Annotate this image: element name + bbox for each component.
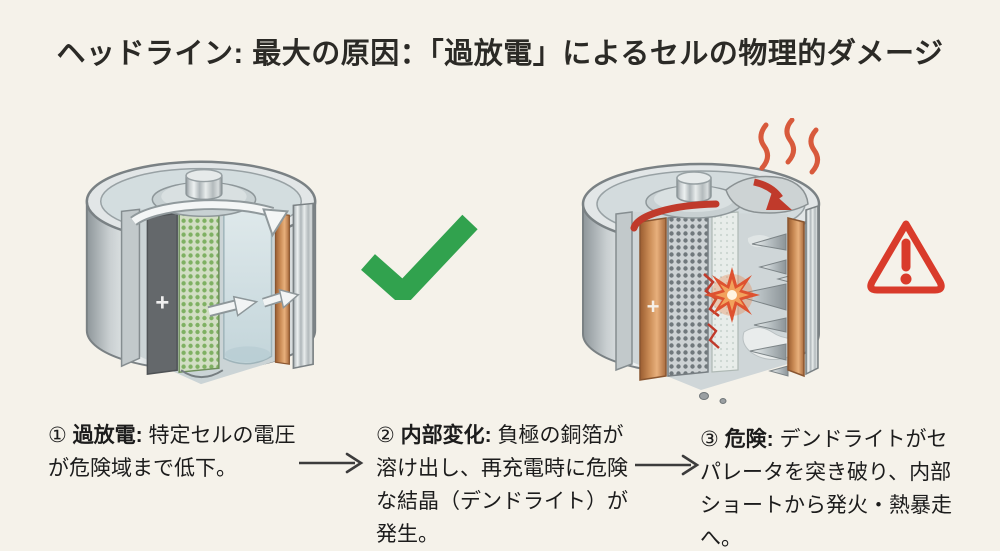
healthy-battery-illustration: + xyxy=(85,160,317,385)
check-icon xyxy=(361,214,478,300)
copper-plate-left xyxy=(639,217,667,381)
step-1-number: ① xyxy=(48,424,67,447)
step-3-body: デンドライトがセパレータを突き破り、内部ショートから発火・熱暴走へ。 xyxy=(700,428,952,550)
short-circuit-spark-icon xyxy=(704,267,760,323)
step-2-body: 負極の銅箔が溶け出し、再充電時に危険な結晶（デンドライト）が発生。 xyxy=(376,424,628,546)
degraded-anode-layer xyxy=(667,213,709,377)
overheat-arc-icon xyxy=(630,178,792,232)
battery-cutaway-interior: + xyxy=(120,202,314,385)
step-3-number: ③ xyxy=(700,428,719,451)
cathode-slab xyxy=(146,212,178,376)
can-cut-edge-right xyxy=(292,202,314,370)
step-2-label: 内部変化: xyxy=(400,424,492,447)
can-cut-edge-right xyxy=(805,204,819,376)
heat-wave-icons xyxy=(758,118,820,175)
ion-flow-arrow-icons xyxy=(207,288,300,317)
damaged-battery-illustration: + xyxy=(581,118,821,404)
step-1: ① 過放電: 特定セルの電圧が危険域まで低下。 xyxy=(48,419,296,485)
headline: ヘッドライン: 最大の原因：「過放電」によるセルの物理的ダメージ xyxy=(56,38,944,70)
corroded-crust xyxy=(725,175,809,214)
electrolyte-core xyxy=(223,206,273,365)
crack-line xyxy=(707,323,720,349)
ion-flow-arc-icon xyxy=(130,199,290,238)
falling-debris xyxy=(699,392,727,404)
copper-foil xyxy=(274,212,290,365)
flow-arrow-1 xyxy=(299,452,364,474)
step-3-label: 危険: xyxy=(724,428,774,451)
positive-terminal-label: + xyxy=(155,290,169,317)
step-3: ③ 危険: デンドライトがセパレータを突き破り、内部ショートから発火・熱暴走へ。 xyxy=(700,423,968,551)
copper-plate-right xyxy=(787,217,805,378)
step-2-number: ② xyxy=(376,424,395,447)
battery-cutaway-interior: + xyxy=(615,204,819,390)
positive-terminal-label: + xyxy=(647,294,660,319)
can-cut-edge xyxy=(120,208,141,368)
step-1-body: 特定セルの電圧が危険域まで低下。 xyxy=(48,424,296,480)
step-1-label: 過放電: xyxy=(72,424,143,447)
can-cut-edge xyxy=(615,211,633,372)
warning-icon xyxy=(867,220,945,294)
flow-arrow-2 xyxy=(635,454,700,476)
anode-particle-layer xyxy=(178,208,220,374)
step-2: ② 内部変化: 負極の銅箔が溶け出し、再充電時に危険な結晶（デンドライト）が発生… xyxy=(376,419,644,551)
